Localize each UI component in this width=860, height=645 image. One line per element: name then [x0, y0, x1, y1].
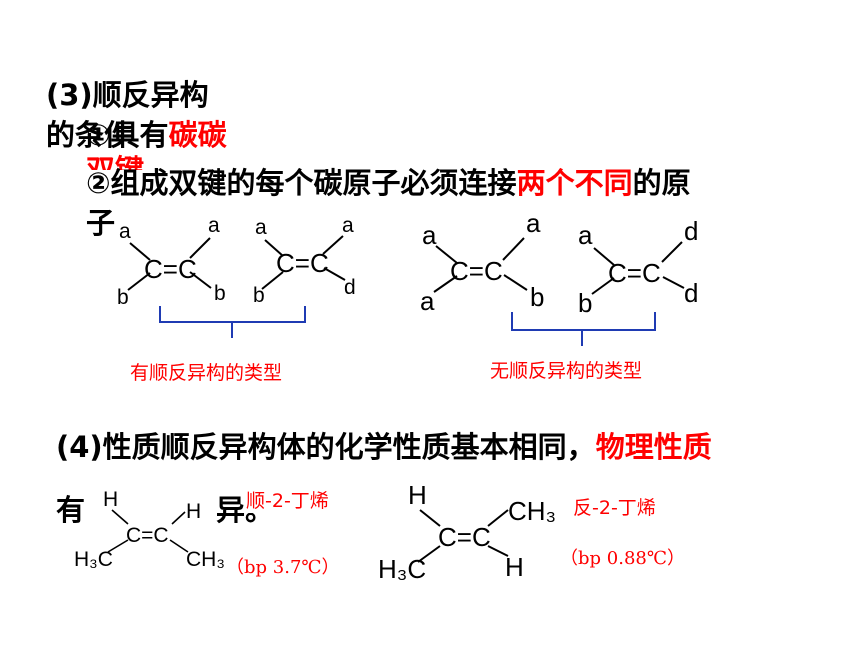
- atom-a: a: [342, 214, 354, 237]
- double-bond-cc: C=C: [450, 256, 503, 286]
- atom-b: b: [578, 288, 592, 318]
- condition-1: ①具有碳碳: [86, 117, 227, 153]
- condition-2-wrap: 子: [86, 206, 116, 240]
- cis-2-butene-name: 顺-2-丁烯: [246, 486, 329, 513]
- atom-h: H: [505, 552, 524, 582]
- brace-without-isomerism: [511, 312, 656, 346]
- atom-a: a: [208, 214, 220, 237]
- atom-h: H: [103, 488, 118, 511]
- section3-title-line2: 的条件: [46, 118, 134, 152]
- section4-text: (4)性质顺反异构体的化学性质基本相同，: [56, 430, 596, 464]
- condition-2-text: ②组成双键的每个碳原子必须连接: [86, 166, 517, 200]
- atom-b: b: [253, 284, 265, 307]
- atom-a: a: [255, 216, 267, 239]
- condition-2-highlight: 两个不同: [516, 166, 633, 200]
- group-ch3: CH₃: [508, 496, 556, 526]
- condition-2-suffix: 的原: [632, 166, 691, 200]
- trans-2-butene-structure: H CH₃ C=C H₃C H: [378, 480, 556, 584]
- trans-2-butene-name: 反-2-丁烯: [573, 497, 656, 519]
- atom-b: b: [117, 286, 129, 309]
- double-bond-cc: C=C: [144, 254, 197, 284]
- caption-with-isomerism: 有顺反异构的类型: [130, 362, 283, 384]
- atom-h: H: [186, 500, 201, 523]
- condition-1-highlight-wrap: 双键: [86, 153, 145, 170]
- structure-cis-type-1: a b C=C a b: [117, 214, 226, 309]
- atom-b: b: [214, 282, 226, 305]
- atom-a: a: [526, 208, 541, 238]
- structure-no-isomer-1: a a C=C a b: [420, 208, 544, 316]
- condition-1-highlight: 碳碳: [168, 118, 227, 152]
- section4-line2-start: 有: [56, 493, 86, 527]
- section4-line1: (4)性质顺反异构体的化学性质基本相同，物理性质: [56, 429, 712, 465]
- cis-2-butene-structure: H H C=C H₃C CH₃: [74, 488, 225, 571]
- brace-with-isomerism: [159, 306, 306, 338]
- condition-2: ②组成双键的每个碳原子必须连接两个不同的原: [86, 165, 691, 201]
- double-bond-cc: C=C: [438, 522, 491, 552]
- section3-title-line1: (3)顺反异构: [46, 78, 209, 112]
- group-h3c: H₃C: [74, 548, 113, 571]
- double-bond-cc: C=C: [276, 248, 329, 278]
- group-ch3: CH₃: [186, 548, 225, 571]
- double-bond-cc: C=C: [608, 258, 661, 288]
- atom-a: a: [420, 286, 435, 316]
- atom-d: d: [684, 216, 698, 246]
- caption-without-isomerism: 无顺反异构的类型: [490, 360, 643, 382]
- atom-b: b: [530, 282, 544, 312]
- atom-a: a: [119, 220, 131, 243]
- mask: [135, 208, 247, 216]
- atom-a: a: [578, 220, 593, 250]
- atom-a: a: [422, 220, 437, 250]
- structure-cis-type-2: a b C=C a d: [253, 214, 356, 307]
- atom-d: d: [344, 276, 356, 299]
- atom-h: H: [408, 480, 427, 510]
- condition-1-prefix: ①具有: [86, 118, 169, 152]
- atom-d: d: [684, 278, 698, 308]
- cis-2-butene-bp: （bp 3.7℃）: [226, 557, 340, 578]
- section4-highlight: 物理性质: [595, 430, 712, 464]
- trans-2-butene-bp: （bp 0.88℃）: [560, 548, 685, 569]
- double-bond-cc: C=C: [126, 524, 169, 547]
- structure-no-isomer-2: a b C=C d d: [578, 216, 698, 318]
- group-h3c: H₃C: [378, 554, 426, 584]
